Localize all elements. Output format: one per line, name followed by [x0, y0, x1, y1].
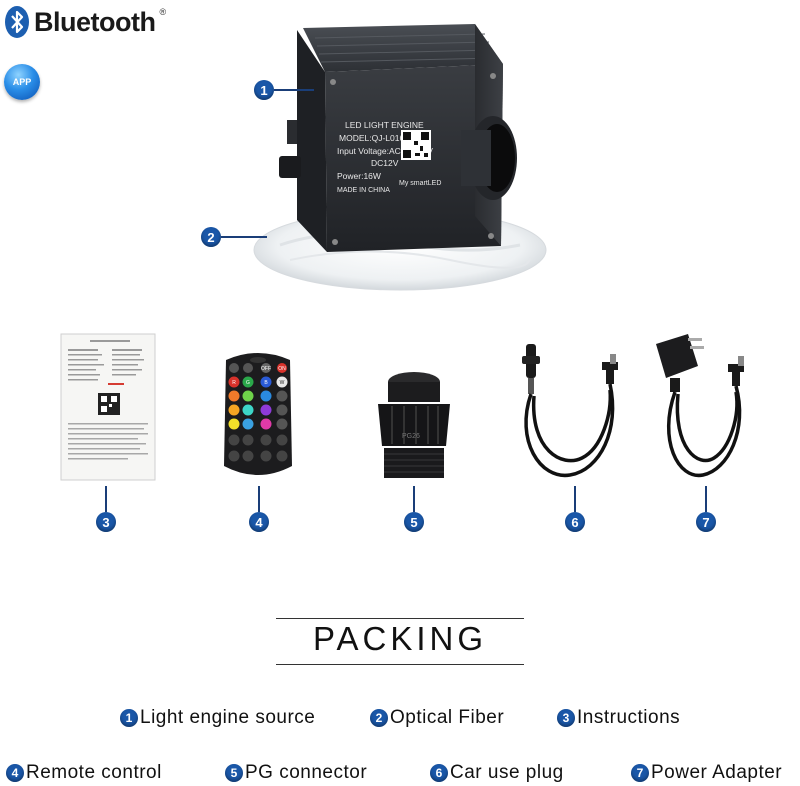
- callout-1: 1: [254, 80, 274, 100]
- bluetooth-brand: Bluetooth ®: [4, 4, 166, 40]
- legend-item-3: 3 Instructions: [557, 707, 680, 729]
- instructions-booklet: [60, 333, 156, 481]
- callout-6: 6: [565, 512, 585, 532]
- legend-badge-4: 4: [6, 764, 24, 782]
- legend-label-5: PG connector: [245, 762, 368, 783]
- callout-3: 3: [96, 512, 116, 532]
- engine-model: MODEL:QJ-L016: [339, 133, 404, 143]
- legend-label-6: Car use plug: [450, 762, 564, 783]
- legend-badge-2: 2: [370, 709, 388, 727]
- remote-btn-b: B: [264, 380, 268, 386]
- car-use-plug: [522, 344, 618, 478]
- remote-btn-off: OFF: [261, 366, 271, 372]
- engine-made-in: MADE IN CHINA: [337, 187, 390, 194]
- packing-title: PACKING: [312, 620, 488, 657]
- packing-rule-top: [276, 618, 524, 619]
- legend-label-3: Instructions: [577, 707, 681, 728]
- legend-item-4: 4 Remote control: [6, 762, 162, 784]
- remote-btn-g: G: [246, 380, 250, 386]
- callout-5-leader: [413, 486, 415, 512]
- legend-item-7: 7 Power Adapter: [631, 762, 782, 784]
- remote-control: OFF ON R G B W: [224, 353, 292, 475]
- engine-input-voltage: Input Voltage:AC85-265V: [337, 146, 433, 156]
- callout-4: 4: [249, 512, 269, 532]
- callout-5: 5: [404, 512, 424, 532]
- callout-3-leader: [105, 486, 107, 512]
- callout-2: 2: [201, 227, 221, 247]
- callout-2-leader: [221, 236, 267, 238]
- legend-badge-6: 6: [430, 764, 448, 782]
- legend-badge-1: 1: [120, 709, 138, 727]
- callout-7: 7: [696, 512, 716, 532]
- callout-1-leader: [274, 89, 314, 91]
- registered-mark: ®: [159, 7, 167, 17]
- legend-label-1: Light engine source: [140, 707, 316, 728]
- legend-item-1: 1 Light engine source: [120, 707, 315, 729]
- engine-dc: DC12V: [371, 158, 399, 168]
- pg-connector: PG26: [378, 372, 450, 478]
- legend-item-5: 5 PG connector: [225, 762, 367, 784]
- legend-label-7: Power Adapter: [651, 762, 783, 783]
- legend-badge-7: 7: [631, 764, 649, 782]
- packing-rule-bottom: [276, 664, 524, 665]
- legend-badge-5: 5: [225, 764, 243, 782]
- remote-btn-r: R: [232, 380, 236, 386]
- connector-marking: PG26: [402, 433, 420, 440]
- app-icon[interactable]: APP: [4, 64, 40, 100]
- remote-btn-w: W: [280, 380, 285, 386]
- power-adapter: [656, 334, 744, 478]
- legend-badge-3: 3: [557, 709, 575, 727]
- engine-power: Power:16W: [337, 171, 381, 181]
- legend-label-4: Remote control: [26, 762, 162, 783]
- legend-item-6: 6 Car use plug: [430, 762, 564, 784]
- remote-btn-on: ON: [278, 366, 286, 372]
- callout-7-leader: [705, 486, 707, 512]
- bluetooth-icon: [5, 6, 29, 38]
- legend-item-2: 2 Optical Fiber: [370, 707, 504, 729]
- callout-6-leader: [574, 486, 576, 512]
- callout-4-leader: [258, 486, 260, 512]
- brand-name: Bluetooth: [34, 6, 156, 37]
- light-engine: LED LIGHT ENGINE MODEL:QJ-L016 Input Vol…: [279, 24, 517, 252]
- engine-title: LED LIGHT ENGINE: [345, 120, 424, 130]
- qr-caption: My smartLED: [399, 180, 441, 187]
- legend-label-2: Optical Fiber: [390, 707, 505, 728]
